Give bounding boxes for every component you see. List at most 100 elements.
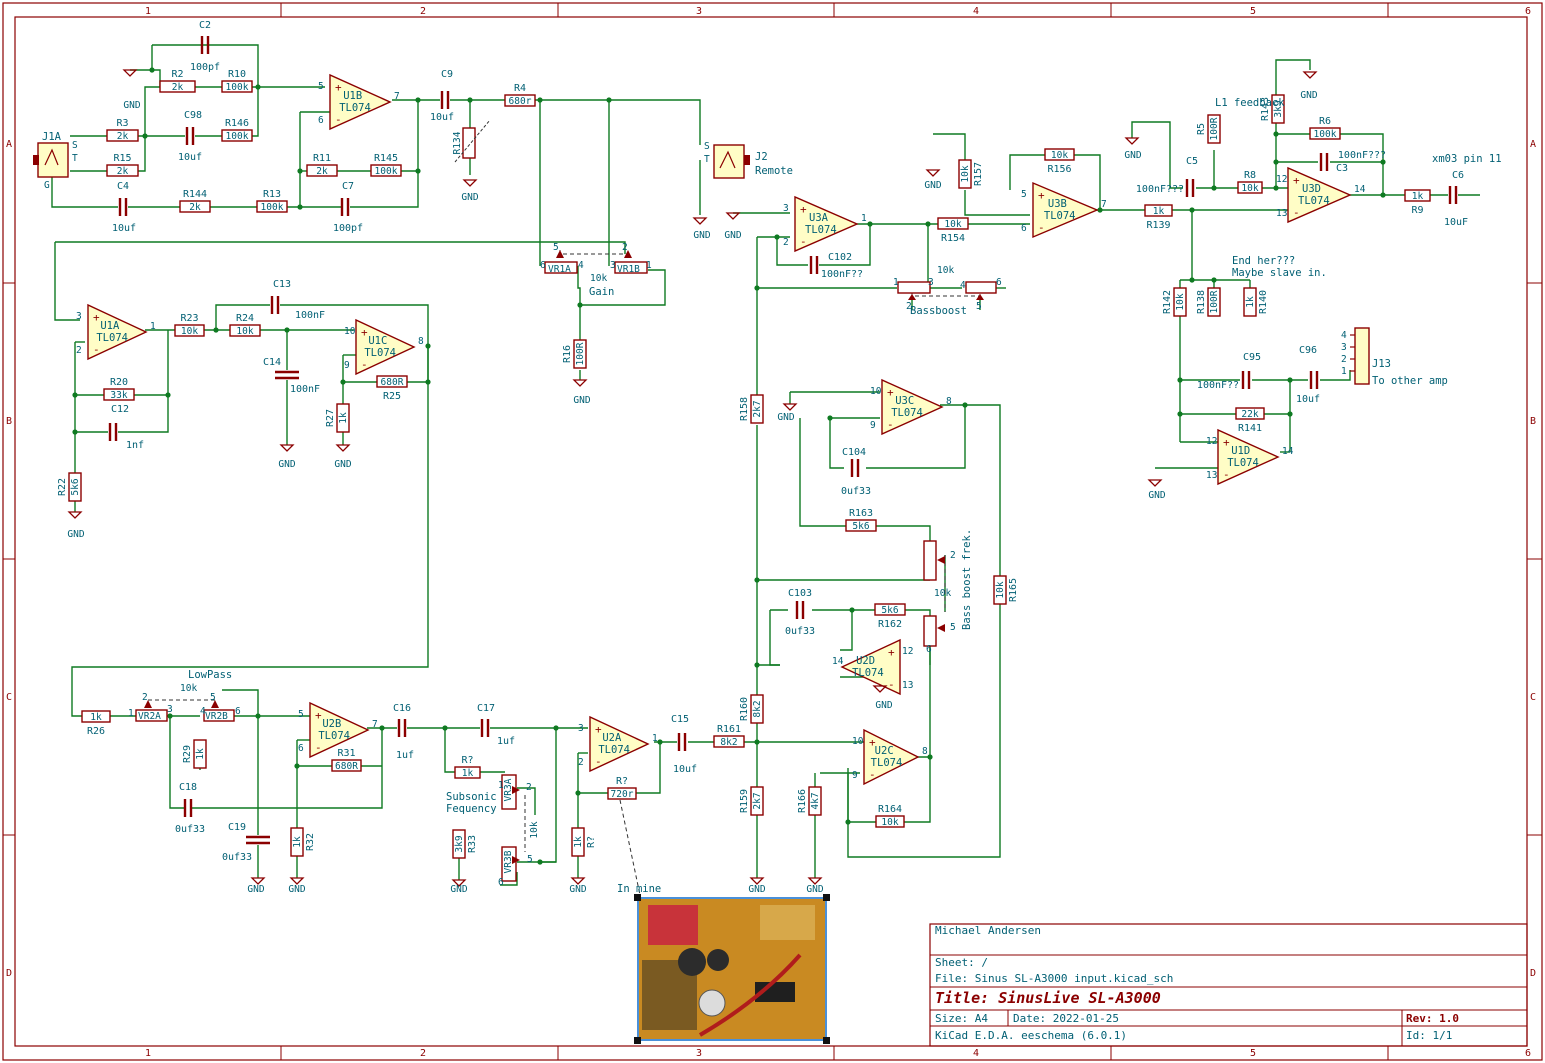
capacitor-ref: C96 (1299, 345, 1317, 356)
resistor-ref: R157 (973, 162, 984, 186)
resistor-rq-21[interactable]: 1kR? (454, 755, 481, 779)
svg-text:+: + (888, 646, 895, 659)
connector-j1a[interactable] (33, 142, 69, 178)
gnd-label: GND (334, 459, 351, 470)
gnd-symbol: GND (777, 403, 798, 423)
resistor-ref: R162 (878, 619, 902, 630)
title-file: File: Sinus SL-A3000 input.kicad_sch (935, 972, 1173, 985)
connector-j13[interactable] (1350, 327, 1370, 385)
opamp-ref: U3B (1048, 198, 1067, 210)
gnd-label: GND (1300, 90, 1317, 101)
j1a-pin-g: G (44, 180, 50, 191)
title-size: Size: A4 (935, 1012, 988, 1025)
opamp-ref: U2C (875, 745, 894, 757)
connector-j2[interactable] (713, 144, 750, 179)
svg-text:-: - (93, 343, 100, 356)
note-to-other-amp: To other amp (1372, 375, 1448, 387)
capacitor-ref: C12 (111, 404, 129, 415)
svg-text:+: + (335, 81, 342, 94)
pot-pin-number: 6 (498, 877, 504, 888)
